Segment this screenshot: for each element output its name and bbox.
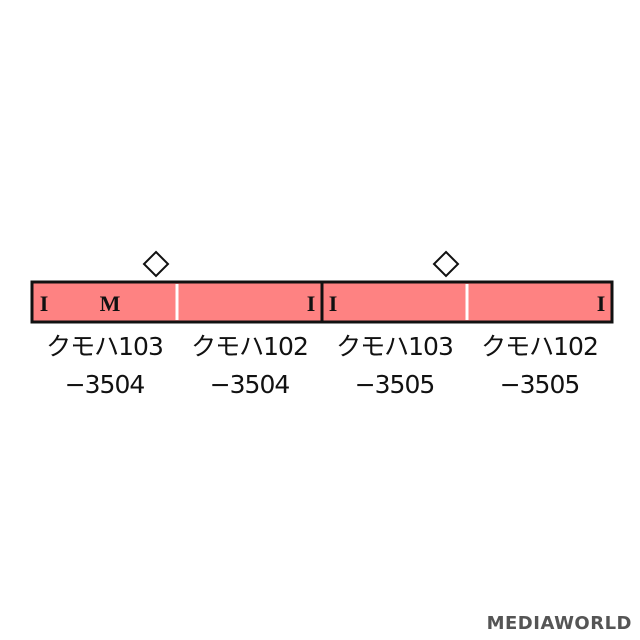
car-label-2: クモハ102 −3504 xyxy=(177,328,322,404)
car-label-1: クモハ103 −3504 xyxy=(32,328,177,404)
car-number: −3504 xyxy=(209,370,291,399)
car-label-3: クモハ103 −3505 xyxy=(322,328,467,404)
car-mark-right: I xyxy=(307,291,316,316)
car-mark-center: M xyxy=(100,291,121,316)
car-label-4: クモハ102 −3505 xyxy=(467,328,612,404)
car-number: −3505 xyxy=(499,370,581,399)
car-name: クモハ103 xyxy=(46,332,164,361)
car-mark-left: I xyxy=(329,291,338,316)
watermark-logo: MEDIAWORLD xyxy=(486,613,632,634)
car-mark-left: I xyxy=(40,291,49,316)
car-name: クモハ102 xyxy=(191,332,309,361)
car-mark-right: I xyxy=(597,291,606,316)
pantograph-diamond-icon xyxy=(432,250,460,278)
car-name: クモハ103 xyxy=(336,332,454,361)
pantograph-diamond-icon xyxy=(142,250,170,278)
car-number: −3505 xyxy=(354,370,436,399)
car-name: クモハ102 xyxy=(481,332,599,361)
car-number: −3504 xyxy=(64,370,146,399)
